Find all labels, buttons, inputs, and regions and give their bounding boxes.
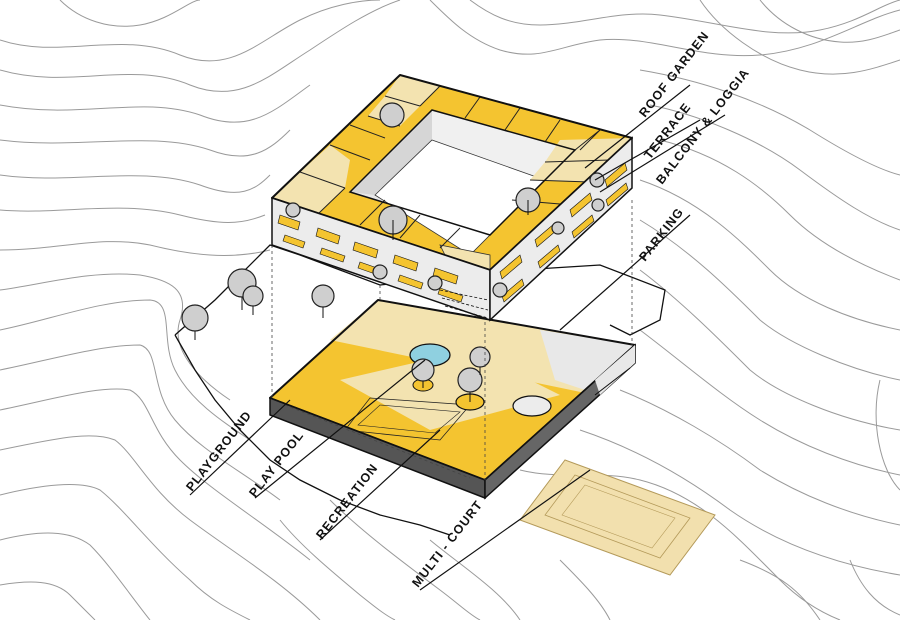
label-playground: PLAYGROUND bbox=[183, 408, 254, 494]
site-boundary-lower bbox=[174, 334, 451, 536]
upper-building bbox=[271, 74, 633, 322]
leader-lines bbox=[189, 84, 726, 591]
label-parking: PARKING bbox=[636, 205, 686, 264]
hill-trees bbox=[181, 268, 335, 340]
label-recreation: RECREATION bbox=[313, 461, 380, 542]
recreation-ellipse bbox=[512, 395, 552, 417]
roof-trees bbox=[285, 102, 605, 298]
label-multi-court: MULTI - COURT bbox=[409, 498, 485, 590]
multi-court bbox=[519, 459, 716, 576]
